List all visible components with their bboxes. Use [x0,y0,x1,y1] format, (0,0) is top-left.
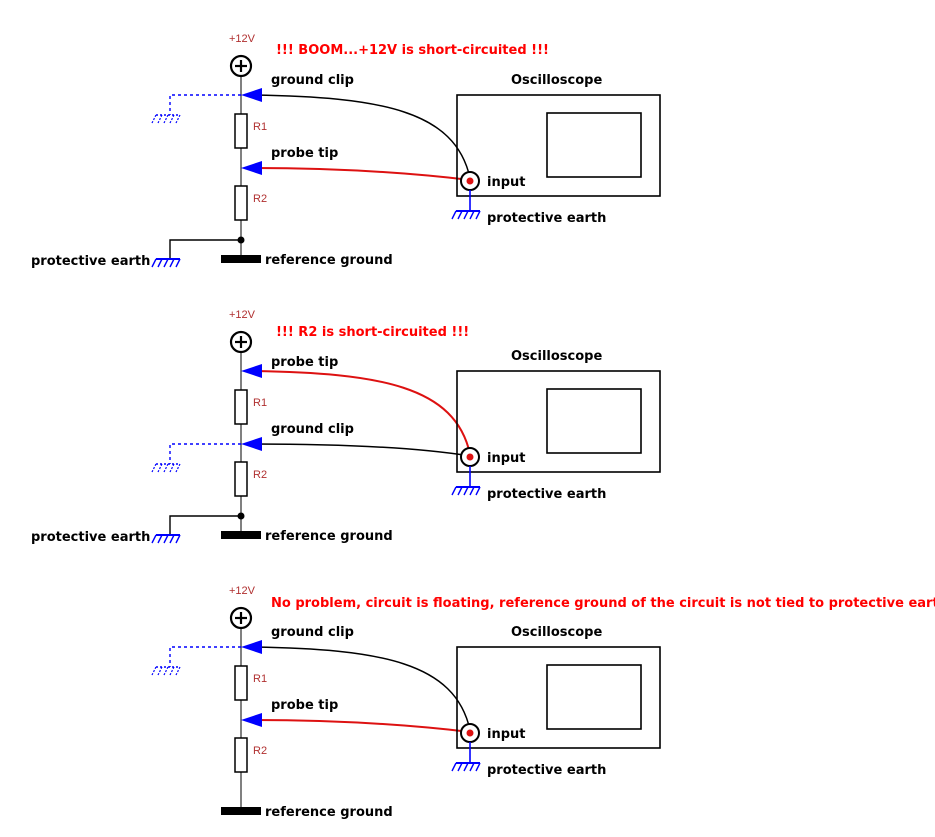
resistor-r2-label: R2 [253,745,267,757]
oscilloscope-body [456,94,661,197]
oscilloscope-title: Oscilloscope [511,73,602,88]
lower-probe-label: probe tip [271,146,338,161]
resistor-r2-icon [234,461,248,497]
resistor-r2-label: R2 [253,469,267,481]
earth-ground-icon [151,114,181,124]
arrow-icon [241,437,262,451]
supply-voltage-label: +12V [229,585,256,597]
upper-probe-label: probe tip [271,355,338,370]
resistor-r2-label: R2 [253,193,267,205]
input-label: input [487,451,526,466]
input-label: input [487,175,526,190]
circuit-earth-wire [169,239,241,259]
oscilloscope-screen [546,388,642,454]
plus-source-icon [229,54,253,78]
resistor-r1-icon [234,113,248,149]
dashed-earth-wire [169,646,241,667]
scope-earth-label: protective earth [487,487,606,502]
oscilloscope-screen [546,112,642,178]
probe-tip-wire [251,167,471,181]
earth-ground-icon [451,762,481,772]
bnc-input-icon [460,171,480,191]
oscilloscope-title: Oscilloscope [511,349,602,364]
lower-probe-label: probe tip [271,698,338,713]
ground-clip-wire [251,94,471,179]
resistor-r1-label: R1 [253,673,267,685]
dashed-earth-wire [169,94,241,115]
arrow-icon [241,88,262,102]
circuit-earth-label: protective earth [31,254,150,269]
scope-earth-label: protective earth [487,763,606,778]
plus-source-icon [229,606,253,630]
earth-ground-icon [151,534,181,544]
reference-ground-bar [221,807,261,815]
lower-probe-label: ground clip [271,422,354,437]
reference-ground-label: reference ground [265,805,393,820]
scope-earth-label: protective earth [487,211,606,226]
resistor-r1-icon [234,389,248,425]
probe-tip-wire [251,370,471,455]
arrow-icon [241,640,262,654]
diagram-1: +12V !!! BOOM...+12V is short-circuited … [31,33,661,269]
arrow-icon [241,161,262,175]
ground-clip-wire [251,646,471,731]
supply-voltage-label: +12V [229,309,256,321]
supply-voltage-label: +12V [229,33,256,45]
resistor-r1-label: R1 [253,397,267,409]
ground-clip-wire [251,443,471,457]
plus-source-icon [229,330,253,354]
bnc-input-icon [460,723,480,743]
upper-probe-label: ground clip [271,625,354,640]
oscilloscope-body [456,370,661,473]
oscilloscope-screen [546,664,642,730]
bnc-input-icon [460,447,480,467]
oscilloscope-body [456,646,661,749]
diagram-3: +12V No problem, circuit is floating, re… [151,585,935,820]
warning-message: !!! BOOM...+12V is short-circuited !!! [276,43,549,58]
resistor-r2-icon [234,737,248,773]
reference-ground-bar [221,531,261,539]
reference-ground-bar [221,255,261,263]
resistor-r1-icon [234,665,248,701]
earth-ground-icon [151,666,181,676]
oscilloscope-title: Oscilloscope [511,625,602,640]
upper-probe-label: ground clip [271,73,354,88]
warning-message: No problem, circuit is floating, referen… [271,596,935,611]
earth-ground-icon [151,463,181,473]
warning-message: !!! R2 is short-circuited !!! [276,325,469,340]
arrow-icon [241,364,262,378]
earth-ground-icon [151,258,181,268]
reference-ground-label: reference ground [265,253,393,268]
input-label: input [487,727,526,742]
probe-tip-wire [251,719,471,733]
circuit-earth-label: protective earth [31,530,150,545]
diagram-2: +12V !!! R2 is short-circuited !!! R1 R2… [31,309,661,545]
earth-ground-icon [451,486,481,496]
resistor-r1-label: R1 [253,121,267,133]
resistor-r2-icon [234,185,248,221]
circuit-earth-wire [169,515,241,535]
dashed-earth-wire [169,443,241,464]
reference-ground-label: reference ground [265,529,393,544]
earth-ground-icon [451,210,481,220]
arrow-icon [241,713,262,727]
